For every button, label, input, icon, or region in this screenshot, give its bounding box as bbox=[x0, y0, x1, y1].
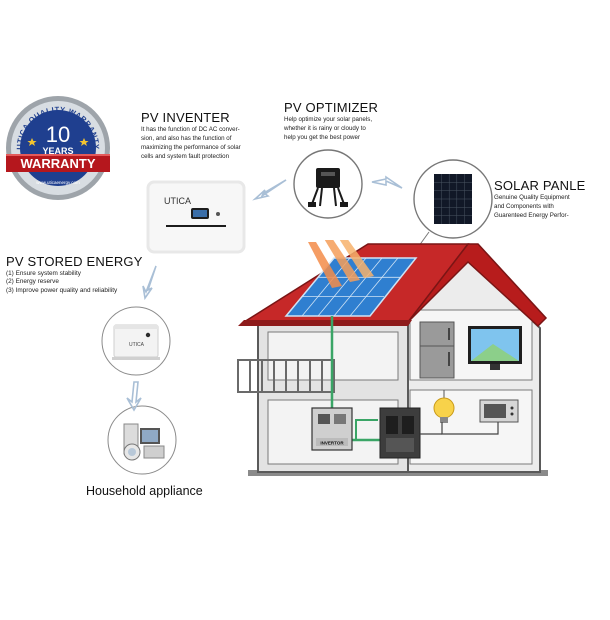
storage-list-item: (2) Energy reserve bbox=[6, 278, 59, 286]
badge-url: www.uticaenergy.com bbox=[36, 180, 80, 185]
optimizer-desc-line: Help optimize your solar panels, bbox=[284, 116, 373, 123]
light-bulb-icon bbox=[433, 390, 455, 423]
solar-panel-title: SOLAR PANLE bbox=[494, 178, 586, 193]
solar-panel-description: Genuine Quality Equipment and Components… bbox=[494, 193, 606, 220]
warranty-badge: UTICA QUALITY WARRANTY 10 YEARS WARRANTY… bbox=[2, 92, 114, 204]
battery-brand: UTICA bbox=[129, 342, 145, 348]
household-appliance-image bbox=[106, 404, 178, 476]
solar-panel-desc-line: Genuine Quality Equipment bbox=[494, 194, 570, 201]
inverter-desc-line: cells and system fault protection bbox=[141, 153, 230, 160]
inverter-brand: UTICA bbox=[164, 196, 191, 206]
optimizer-title: PV OPTIMIZER bbox=[284, 100, 379, 115]
inverter-desc-line: sion, and also has the function of bbox=[141, 135, 232, 142]
arrow-icon bbox=[142, 265, 157, 301]
house-inverter: INVERTOR bbox=[311, 407, 353, 451]
battery-device: UTICA bbox=[100, 305, 172, 377]
storage-list: (1) Ensure system stability (2) Energy r… bbox=[6, 270, 166, 295]
microwave bbox=[479, 399, 519, 423]
storage-list-item: (3) Improve power quality and reliabilit… bbox=[6, 286, 118, 294]
inverter-desc-line: It has the function of DC AC conver- bbox=[141, 126, 240, 133]
solar-panel-desc-line: and Components with bbox=[494, 203, 554, 210]
badge-ribbon-text: WARRANTY bbox=[20, 156, 95, 171]
sun-rays bbox=[308, 232, 374, 288]
inverter-device: UTICA bbox=[146, 178, 246, 258]
tv bbox=[468, 326, 522, 370]
solar-panel-device bbox=[412, 158, 494, 240]
inverter-description: It has the function of DC AC conver- sio… bbox=[141, 125, 281, 161]
house-battery bbox=[379, 407, 421, 459]
household-label: Household appliance bbox=[86, 484, 203, 498]
inverter-desc-line: maximizing the performance of solar bbox=[141, 144, 241, 151]
arrow-icon bbox=[371, 175, 403, 189]
optimizer-description: Help optimize your solar panels, whether… bbox=[284, 115, 414, 142]
solar-panel-desc-line: Guarenteed Energy Perfor- bbox=[494, 212, 569, 219]
arrow-icon bbox=[126, 381, 142, 412]
badge-number: 10 bbox=[46, 122, 70, 147]
house-illustration: INVERTOR bbox=[228, 232, 558, 480]
fridge bbox=[419, 321, 455, 379]
badge-years: YEARS bbox=[42, 146, 73, 156]
inverter-title: PV INVENTER bbox=[141, 110, 230, 125]
optimizer-device bbox=[292, 148, 364, 220]
storage-list-item: (1) Ensure system stability bbox=[6, 270, 81, 277]
optimizer-desc-line: help you get the best power bbox=[284, 134, 361, 141]
storage-title: PV STORED ENERGY bbox=[6, 254, 143, 269]
badge-ribbon bbox=[6, 154, 110, 172]
house-inverter-label: INVERTOR bbox=[320, 441, 344, 446]
arrow-icon bbox=[252, 179, 287, 201]
optimizer-desc-line: whether it is rainy or cloudy to bbox=[284, 125, 366, 132]
